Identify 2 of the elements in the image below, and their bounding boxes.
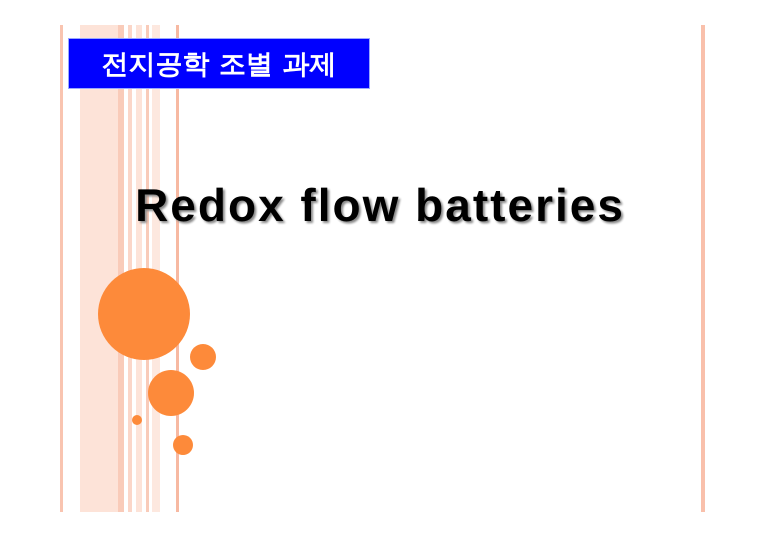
title-banner: 전지공학 조별 과제: [68, 38, 370, 89]
slide-title: Redox flow batteries: [134, 178, 626, 232]
